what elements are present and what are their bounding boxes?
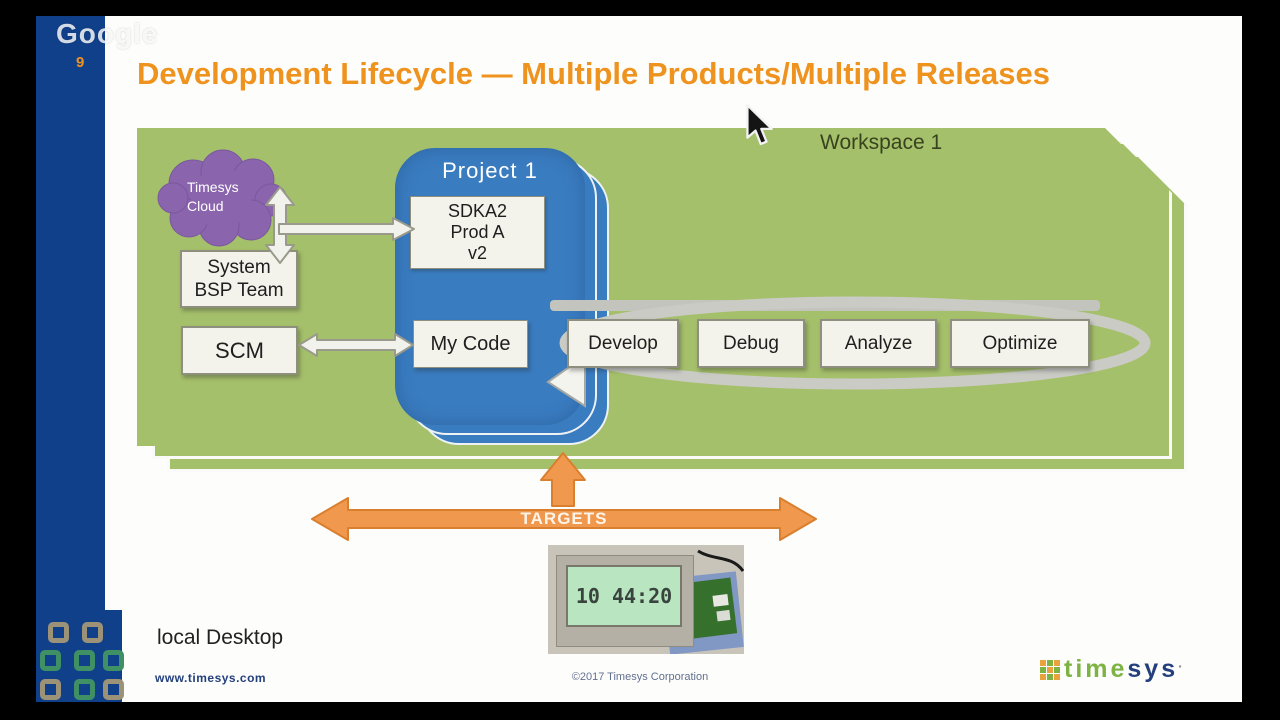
deco-square	[103, 679, 124, 700]
cycle-box-develop: Develop	[567, 319, 679, 368]
lcd-clock: 10 44:20	[575, 584, 673, 608]
lcd-screen: 10 44:20	[566, 565, 682, 627]
workspace-label: Workspace 1	[820, 131, 943, 154]
local-desktop-label: local Desktop	[157, 626, 284, 649]
cycle-box-optimize: Optimize	[950, 319, 1090, 368]
logo-time-text: time	[1064, 655, 1128, 683]
cloud-label: Timesys Cloud	[187, 179, 239, 214]
scm-mycode-double-arrow-icon	[298, 333, 414, 357]
deco-square	[82, 622, 103, 643]
footer-website: www.timesys.com	[155, 671, 267, 685]
slide-number: 9	[76, 54, 85, 71]
wire	[697, 549, 744, 572]
cloud-sdk-arrow-icon	[278, 217, 415, 241]
workspace-panel	[137, 128, 1157, 446]
target-device-photo: 10 44:20	[548, 545, 744, 654]
timesys-logo: timesys·	[1040, 655, 1186, 684]
slide-title: Development Lifecycle — Multiple Product…	[137, 56, 1051, 91]
cycle-loop-icon	[546, 296, 1151, 408]
timesys-mosaic-icon	[1040, 659, 1060, 680]
scm-box: SCM	[181, 326, 298, 375]
project-title: Project 1	[442, 158, 538, 183]
targets-arrow-icon	[311, 452, 817, 541]
sidebar-strip	[36, 16, 105, 702]
my-code-box: My Code	[413, 320, 528, 368]
cycle-box-analyze: Analyze	[820, 319, 937, 368]
mouse-cursor-icon	[746, 104, 773, 146]
sdk-box: SDKA2 Prod A v2	[410, 196, 545, 269]
logo-sys-text: sys	[1127, 655, 1179, 683]
deco-square	[74, 650, 95, 671]
cycle-box-debug: Debug	[697, 319, 805, 368]
deco-square	[48, 622, 69, 643]
deco-square	[103, 650, 124, 671]
system-bsp-team-box: System BSP Team	[180, 250, 298, 308]
registered-mark: ·	[1178, 658, 1186, 674]
deco-square	[40, 679, 61, 700]
footer-copyright: ©2017 Timesys Corporation	[571, 671, 709, 683]
deco-square	[74, 679, 95, 700]
deco-square	[40, 650, 61, 671]
google-watermark: Google	[56, 18, 159, 49]
targets-label: TARGETS	[520, 509, 608, 528]
